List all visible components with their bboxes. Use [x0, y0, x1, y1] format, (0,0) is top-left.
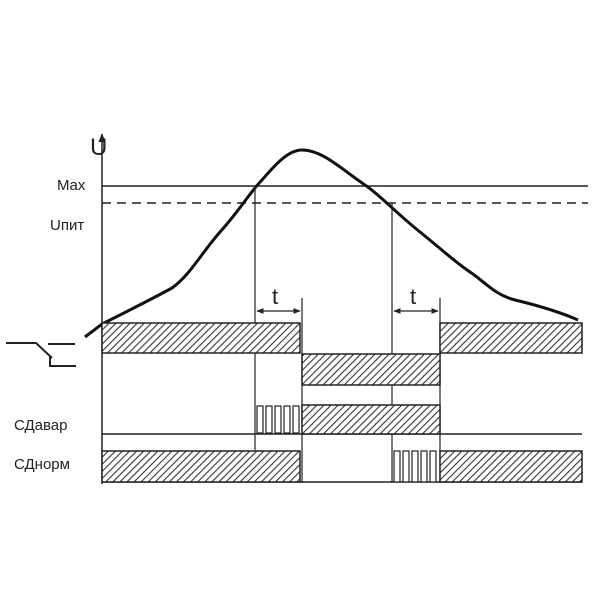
voltage-curve [84, 148, 579, 339]
relay-state-on [101, 322, 301, 354]
normal-led-label: СДнорм [14, 456, 70, 473]
y-axis-label: U [90, 134, 107, 161]
relay-contact-icon [6, 342, 76, 367]
delay-label: t [410, 284, 416, 309]
normal-led-on [101, 450, 301, 483]
max-label: Max [57, 177, 86, 194]
relay-state-off [301, 353, 441, 386]
normal-led-on [439, 450, 583, 483]
delay-label: t [272, 284, 278, 309]
relay-state-on [439, 322, 583, 354]
alarm-led-blink [256, 405, 300, 434]
alarm-led-on [301, 404, 441, 435]
alarm-led-label: СДавар [14, 417, 68, 434]
normal-led-blink [393, 450, 437, 483]
supply-label: Uпит [50, 217, 84, 234]
